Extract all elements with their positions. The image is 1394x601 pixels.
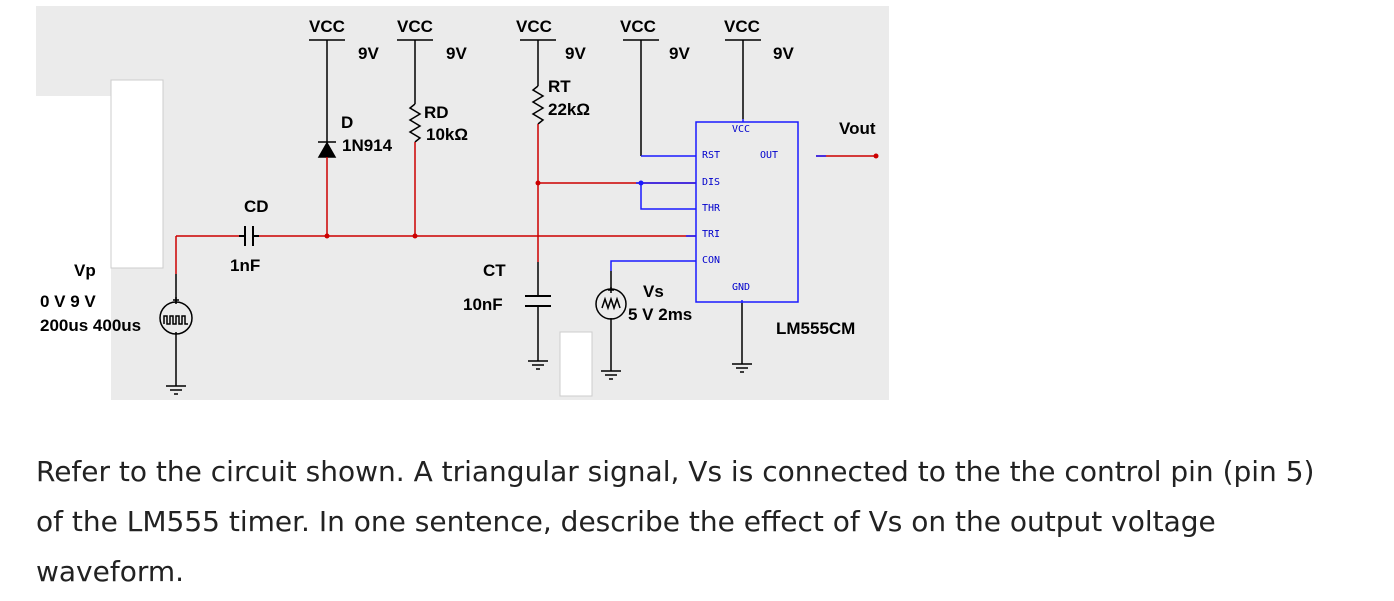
diode-ref: D bbox=[341, 113, 354, 132]
vs-source bbox=[595, 287, 627, 320]
vcc-label-5: VCC bbox=[724, 17, 760, 36]
vcc-voltage-2: 9V bbox=[446, 44, 467, 63]
vp-source bbox=[159, 297, 193, 335]
question-text: Refer to the circuit shown. A triangular… bbox=[36, 455, 1315, 588]
pin-label-thr: THR bbox=[702, 203, 721, 214]
lm555-chip bbox=[695, 121, 799, 303]
vs-spec: 5 V 2ms bbox=[628, 305, 693, 324]
vcc-rails bbox=[309, 39, 761, 50]
rt-value: 22kΩ bbox=[548, 100, 590, 119]
pin-label-rst: RST bbox=[702, 150, 721, 161]
junction-dots bbox=[324, 153, 879, 239]
rt-ref: RT bbox=[548, 77, 571, 96]
vp-ref: Vp bbox=[74, 261, 96, 280]
blue-wires bbox=[610, 119, 826, 303]
rd-value: 10kΩ bbox=[426, 125, 468, 144]
ground-symbols bbox=[166, 360, 752, 395]
vcc-label-4: VCC bbox=[620, 17, 656, 36]
pin-label-vcc: VCC bbox=[732, 124, 751, 135]
pin-label-tri: TRI bbox=[702, 229, 721, 240]
capacitor-ct bbox=[525, 295, 551, 307]
timer-part-label: LM555CM bbox=[776, 319, 856, 338]
ct-value: 10nF bbox=[463, 295, 503, 314]
capacitor-cd bbox=[239, 226, 259, 246]
vcc-voltage-5: 9V bbox=[773, 44, 794, 63]
resistor-rd bbox=[408, 103, 422, 143]
ct-ref: CT bbox=[483, 261, 506, 280]
vout-label: Vout bbox=[839, 119, 876, 138]
vp-timing: 200us 400us bbox=[40, 316, 142, 335]
pin-label-dis: DIS bbox=[702, 177, 721, 188]
pin-label-out: OUT bbox=[760, 150, 779, 161]
red-wires bbox=[175, 124, 876, 274]
vcc-voltage-3: 9V bbox=[565, 44, 586, 63]
vcc-voltage-1: 9V bbox=[358, 44, 379, 63]
vcc-label-1: VCC bbox=[309, 17, 345, 36]
resistor-rt bbox=[531, 85, 545, 125]
rd-ref: RD bbox=[424, 103, 449, 122]
vs-ref: Vs bbox=[643, 282, 664, 301]
pin-label-con: CON bbox=[702, 255, 721, 266]
vcc-voltage-4: 9V bbox=[669, 44, 690, 63]
cd-value: 1nF bbox=[230, 256, 261, 275]
cd-ref: CD bbox=[244, 197, 269, 216]
vcc-label-2: VCC bbox=[397, 17, 433, 36]
diode-part: 1N914 bbox=[342, 136, 393, 155]
circuit-schematic bbox=[36, 39, 879, 400]
schematic-panel: VCC 9V VCC 9V VCC 9V VCC 9V VCC 9V D 1N9… bbox=[36, 6, 889, 400]
black-wires bbox=[175, 50, 744, 386]
pin-label-gnd: GND bbox=[732, 282, 751, 293]
diode-symbol bbox=[317, 134, 337, 158]
vp-levels: 0 V 9 V bbox=[40, 292, 96, 311]
vcc-label-3: VCC bbox=[516, 17, 552, 36]
